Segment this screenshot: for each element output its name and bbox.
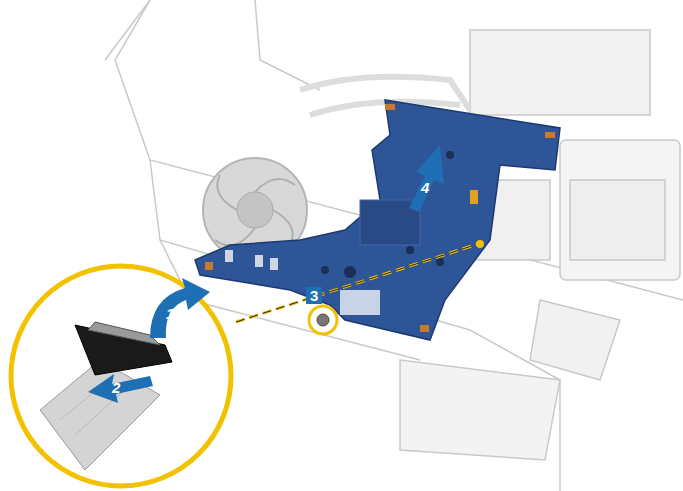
callout-number: 4 [421,180,429,195]
callout-number: 3 [306,287,322,304]
step-number: 2 [112,380,120,395]
step-number: 1 [166,306,174,321]
